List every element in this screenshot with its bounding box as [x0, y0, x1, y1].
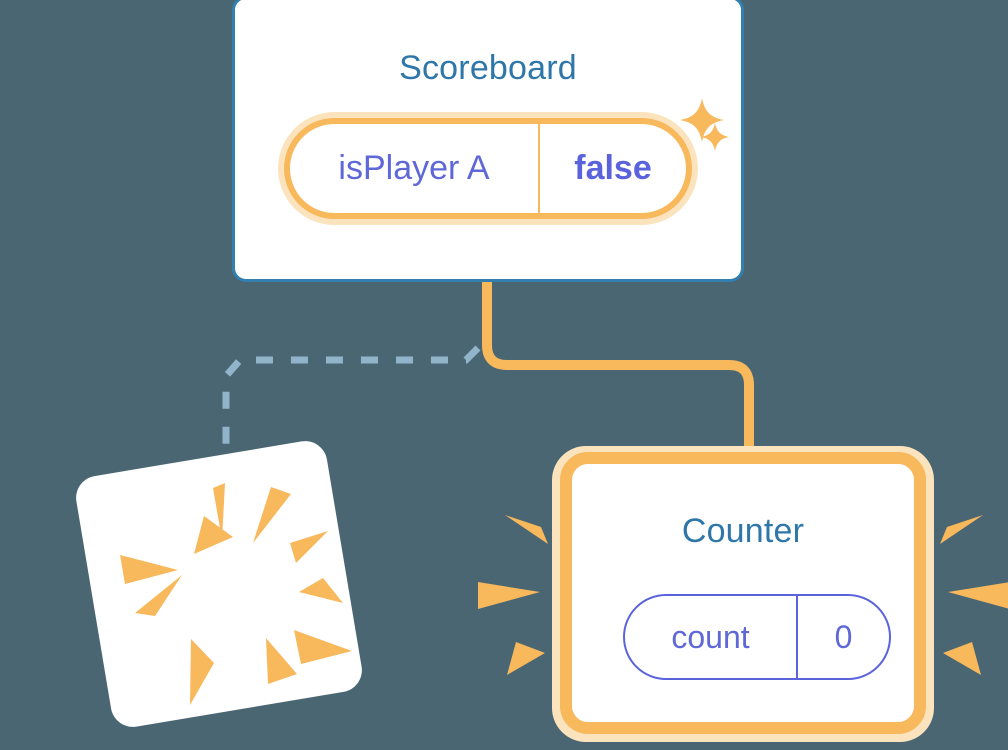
scoreboard-title: Scoreboard — [399, 49, 577, 87]
scoreboard-card[interactable]: Scoreboard isPlayer A false — [232, 0, 744, 282]
counter-state-value: 0 — [834, 618, 853, 655]
sparkle-small-icon — [700, 122, 730, 152]
counter-state-pill[interactable]: count 0 — [623, 594, 891, 680]
scoreboard-state-key: isPlayer A — [290, 124, 540, 213]
scoreboard-state-value: false — [574, 149, 652, 187]
scoreboard-state-pill[interactable]: isPlayer A false — [284, 118, 692, 219]
counter-title: Counter — [681, 512, 805, 550]
scoreboard-state-pill-glow: isPlayer A false — [278, 112, 698, 225]
sparkle-large-icon — [678, 96, 726, 144]
counter-state-key: count — [625, 596, 798, 678]
